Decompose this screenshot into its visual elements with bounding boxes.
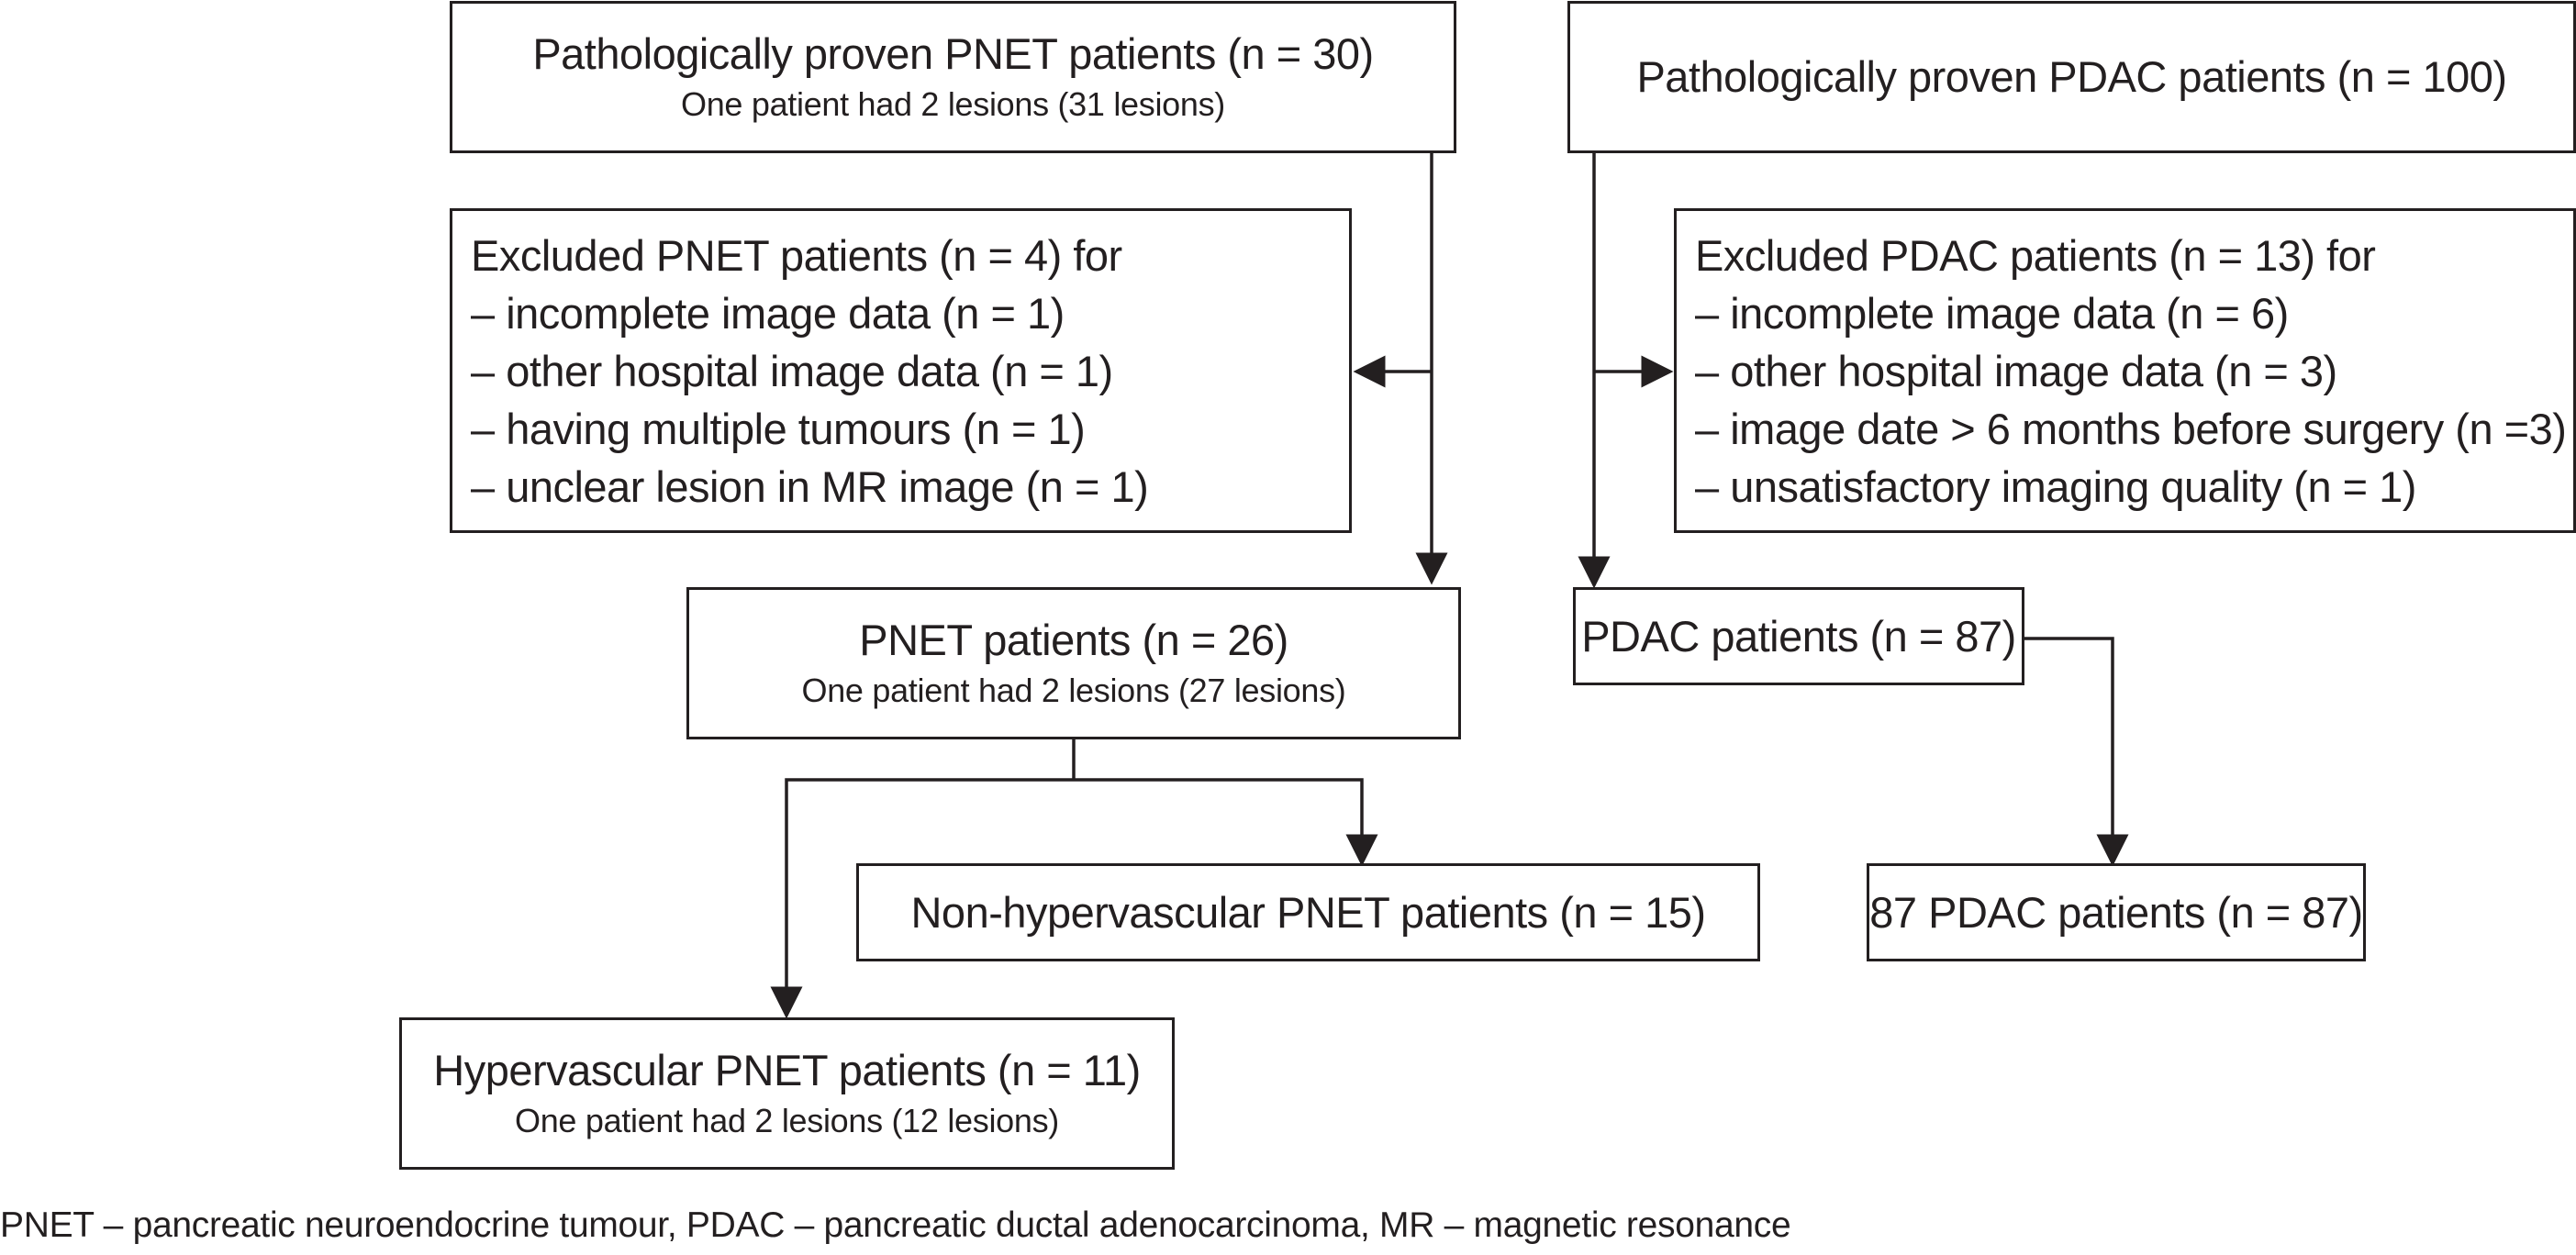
pnet-hypervascular-title: Hypervascular PNET patients (n = 11)	[433, 1046, 1141, 1094]
pnet-excluded-item: – other hospital image data (n = 1)	[471, 346, 1113, 395]
pnet-excluded-title: Excluded PNET patients (n = 4) for	[471, 230, 1122, 280]
pnet-included-note: One patient had 2 lesions (27 lesions)	[801, 672, 1346, 709]
pdac-final-box: 87 PDAC patients (n = 87)	[1867, 863, 2366, 961]
pnet-source-note: One patient had 2 lesions (31 lesions)	[681, 85, 1225, 123]
pnet-hypervascular-note: One patient had 2 lesions (12 lesions)	[515, 1102, 1059, 1139]
connector-to-hypervascular	[770, 778, 1074, 1019]
pdac-included-box: PDAC patients (n = 87)	[1573, 587, 2024, 685]
pdac-included-title: PDAC patients (n = 87)	[1581, 611, 2016, 661]
pnet-hypervascular-box: Hypervascular PNET patients (n = 11) One…	[399, 1017, 1175, 1170]
pnet-source-box: Pathologically proven PNET patients (n =…	[450, 1, 1456, 153]
connector-to-nonhypervascular	[1074, 778, 1378, 867]
pdac-excluded-item: – incomplete image data (n = 6)	[1695, 288, 2289, 338]
pnet-excluded-item: – incomplete image data (n = 1)	[471, 288, 1065, 338]
pnet-included-title: PNET patients (n = 26)	[859, 616, 1288, 664]
pnet-source-title: Pathologically proven PNET patients (n =…	[532, 29, 1374, 78]
pnet-nonhypervascular-title: Non-hypervascular PNET patients (n = 15)	[910, 887, 1706, 937]
pdac-source-box: Pathologically proven PDAC patients (n =…	[1567, 1, 2576, 153]
pdac-excluded-box: Excluded PDAC patients (n = 13) for – in…	[1674, 208, 2576, 533]
pdac-excluded-item: – image date > 6 months before surgery (…	[1695, 404, 2567, 453]
pdac-excluded-title: Excluded PDAC patients (n = 13) for	[1695, 230, 2376, 280]
pnet-nonhypervascular-box: Non-hypervascular PNET patients (n = 15)	[856, 863, 1760, 961]
pnet-excluded-item: – having multiple tumours (n = 1)	[471, 404, 1086, 453]
connector-pdac-to-final	[2023, 637, 2129, 867]
pnet-excluded-box: Excluded PNET patients (n = 4) for – inc…	[450, 208, 1352, 533]
abbreviations-footnote: PNET – pancreatic neuroendocrine tumour,…	[0, 1205, 1791, 1245]
pdac-source-title: Pathologically proven PDAC patients (n =…	[1636, 52, 2507, 101]
pdac-final-title: 87 PDAC patients (n = 87)	[1869, 887, 2363, 937]
pdac-excluded-item: – unsatisfactory imaging quality (n = 1)	[1695, 461, 2416, 511]
pdac-excluded-item: – other hospital image data (n = 3)	[1695, 346, 2337, 395]
pnet-excluded-item: – unclear lesion in MR image (n = 1)	[471, 461, 1149, 511]
pnet-included-box: PNET patients (n = 26) One patient had 2…	[686, 587, 1461, 739]
